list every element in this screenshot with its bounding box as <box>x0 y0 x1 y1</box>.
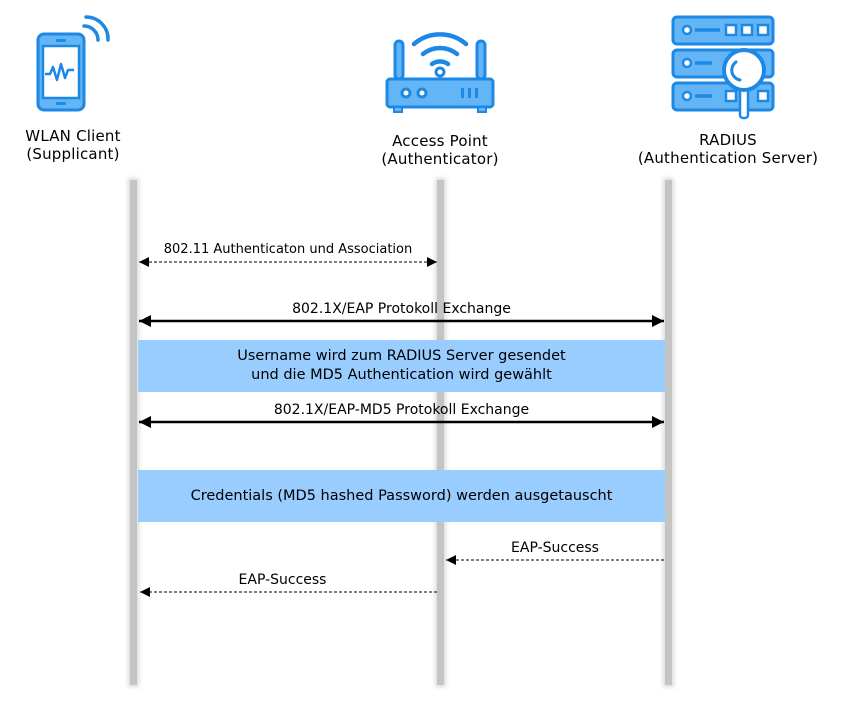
actor-ap-role: (Authenticator) <box>381 150 499 168</box>
actor-radius-role: (Authentication Server) <box>637 149 819 167</box>
lifeline-radius <box>665 180 672 685</box>
msg-eap-md5-label: 802.1X/EAP-MD5 Protokoll Exchange <box>273 402 530 418</box>
msg-eap-success-client-label: EAP-Success <box>238 572 327 588</box>
actor-ap-name: Access Point <box>392 132 488 150</box>
server-search-icon <box>671 15 775 120</box>
actor-radius-name: RADIUS <box>699 131 757 149</box>
actor-client-name: WLAN Client <box>25 127 121 145</box>
lifeline-ap <box>437 180 444 685</box>
actor-radius-label: RADIUS (Authentication Server) <box>612 131 844 167</box>
wifi-router-icon <box>385 32 495 113</box>
actor-client-role: (Supplicant) <box>26 145 120 163</box>
actor-client-label: WLAN Client (Supplicant) <box>0 127 146 163</box>
msg-eap-label: 802.1X/EAP Protokoll Exchange <box>292 301 511 317</box>
note-username-line2: und die MD5 Authentication wird gewählt <box>251 367 552 383</box>
note-credentials-line1: Credentials (MD5 hashed Password) werden… <box>190 487 613 504</box>
msg-eap-success-ap-label: EAP-Success <box>511 540 599 556</box>
note-credentials: Credentials (MD5 hashed Password) werden… <box>138 470 665 522</box>
msg-80211-label: 802.11 Authenticaton und Association <box>163 242 413 257</box>
note-username: Username wird zum RADIUS Server gesendet… <box>138 340 665 392</box>
note-username-line1: Username wird zum RADIUS Server gesendet <box>237 348 566 364</box>
lifeline-client <box>130 180 137 685</box>
smartphone-wifi-icon <box>36 15 110 112</box>
actor-ap-label: Access Point (Authenticator) <box>340 132 540 168</box>
